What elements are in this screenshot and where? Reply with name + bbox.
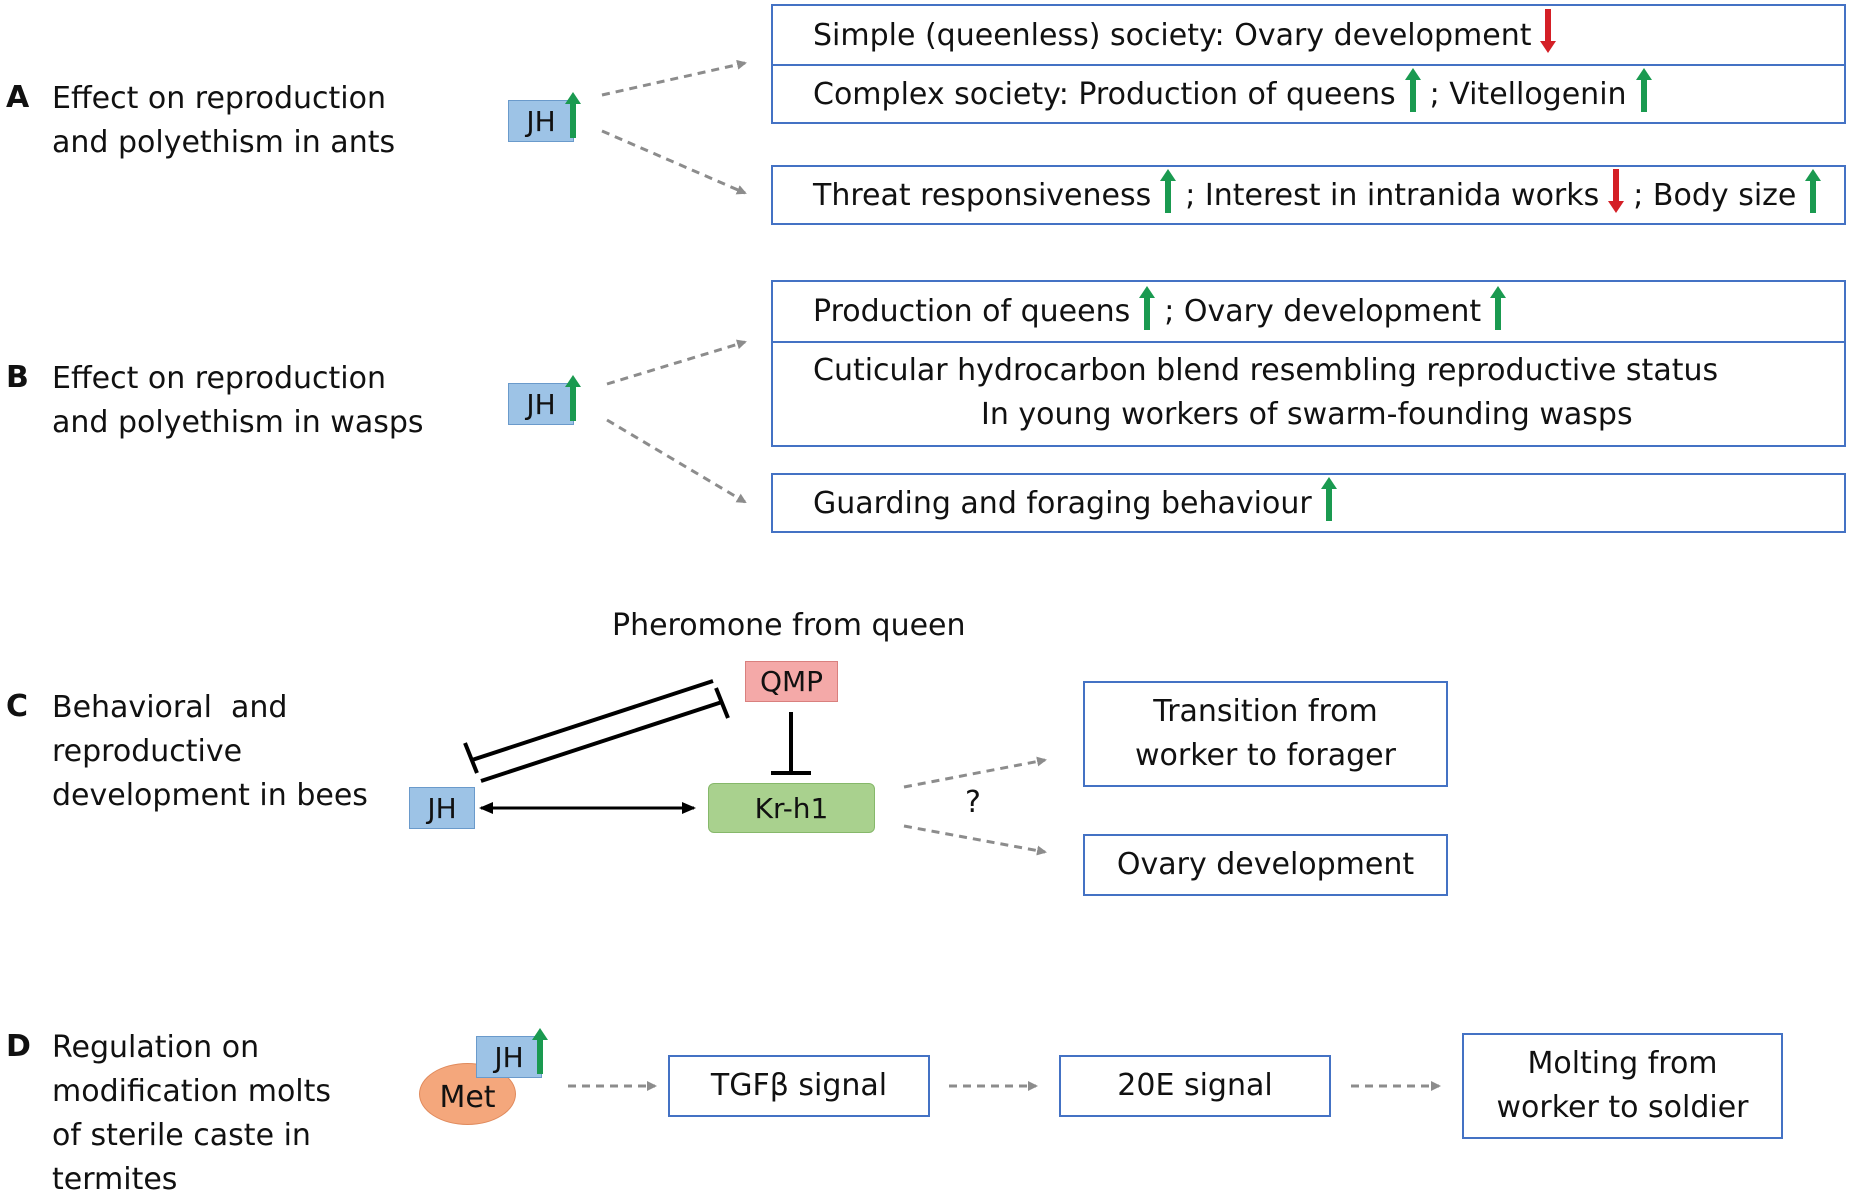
forager-line-1: Transition from — [1153, 694, 1378, 729]
panel-b-title: Effect on reproduction and polyethism in… — [52, 357, 424, 445]
krh1-box: Kr-h1 — [708, 783, 875, 833]
jh-d-up-arrow-icon — [531, 1028, 549, 1078]
increase-arrow-icon — [1404, 68, 1422, 120]
ants-row-complex: Complex society: Production of queens ; V… — [773, 66, 1844, 122]
jh-box-d: JH — [476, 1036, 542, 1078]
increase-arrow-icon — [1138, 285, 1156, 338]
decrease-arrow-icon — [1607, 169, 1625, 221]
ants-reproduction-box: Simple (queenless) society: Ovary develo… — [771, 4, 1846, 124]
ants-row-complex-text-2: ; Vitellogenin — [1429, 76, 1627, 112]
a-arrow-to-reproduction — [601, 59, 747, 97]
wasps-row-queens-text-2: ; Ovary development — [1164, 294, 1482, 329]
ants-row-threat-text-4: ; Body size — [1633, 177, 1797, 213]
panel-a-title-line-2: and polyethism in ants — [52, 125, 396, 160]
wasps-row-guarding: Guarding and foraging behaviour — [773, 475, 1844, 531]
jh-inhibits-qmp-line — [480, 700, 723, 783]
panel-b-title-line-2: and polyethism in wasps — [52, 405, 424, 440]
panel-d-title-line-2: modification molts — [52, 1074, 332, 1109]
jh-label-b: JH — [526, 387, 556, 421]
tgf-signal-label: TGFβ signal — [710, 1068, 888, 1103]
e20-signal-box: 20E signal — [1059, 1055, 1331, 1117]
panel-d-title-line-1: Regulation on — [52, 1030, 260, 1065]
panel-a-letter: A — [6, 80, 30, 115]
panel-d-title: Regulation on modification molts of ster… — [52, 1026, 331, 1202]
a-arrow-to-polyethism — [601, 129, 747, 195]
forager-line-2: worker to forager — [1135, 738, 1396, 773]
panel-c-title: Behavioral and reproductive development … — [52, 686, 368, 818]
increase-arrow-icon — [1159, 169, 1177, 221]
panel-c-letter: C — [6, 689, 29, 724]
qmp-inhibits-jh-line — [471, 679, 714, 762]
jh-label-a: JH — [526, 104, 556, 138]
c-arrow-to-ovary — [903, 824, 1047, 856]
jh-a-up-arrow-icon — [564, 92, 582, 142]
ants-polyethism-box: Threat responsiveness ; Interest in intra… — [771, 165, 1846, 225]
ants-row-simple: Simple (queenless) society: Ovary develo… — [773, 6, 1844, 66]
forager-transition-box: Transition from worker to forager — [1083, 681, 1448, 787]
panel-c-title-line-1: Behavioral and — [52, 690, 288, 725]
wasps-row-queens: Production of queens ; Ovary development — [773, 282, 1844, 343]
increase-arrow-icon — [1804, 169, 1822, 221]
jh-b-up-arrow-icon — [564, 375, 582, 425]
wasps-row-queens-text-0: Production of queens — [813, 294, 1131, 329]
ants-row-complex-text-0: Complex society: Production of queens — [813, 76, 1396, 112]
wasps-row-guarding-text-0: Guarding and foraging behaviour — [813, 485, 1312, 521]
wasps-guarding-box: Guarding and foraging behaviour — [771, 473, 1846, 533]
bee-ovary-label: Ovary development — [1116, 847, 1415, 882]
soldier-line-1: Molting from — [1527, 1046, 1718, 1081]
ants-row-threat-text-2: ; Interest in intranida works — [1185, 177, 1600, 213]
met-label: Met — [439, 1079, 496, 1115]
panel-c-title-line-3: development in bees — [52, 778, 368, 813]
jh-label-c: JH — [427, 791, 457, 825]
ants-row-simple-text-0: Simple (queenless) society: Ovary develo… — [813, 17, 1532, 53]
b-arrow-to-reproduction — [606, 339, 747, 386]
increase-arrow-icon — [1489, 285, 1507, 338]
panel-d-letter: D — [6, 1029, 31, 1064]
ants-row-threat: Threat responsiveness ; Interest in intra… — [773, 167, 1844, 223]
c-arrow-to-forager — [903, 756, 1047, 789]
wasps-hydrocarbon-line-2: In young workers of swarm-founding wasps — [981, 397, 1633, 432]
panel-d-title-line-3: of sterile caste in — [52, 1118, 311, 1153]
increase-arrow-icon — [1635, 68, 1653, 120]
question-mark: ? — [965, 785, 981, 820]
soldier-line-2: worker to soldier — [1496, 1090, 1749, 1125]
panel-c-title-line-2: reproductive — [52, 734, 243, 769]
pheromone-label: Pheromone from queen — [612, 608, 966, 643]
panel-a-title: Effect on reproduction and polyethism in… — [52, 77, 395, 165]
ants-row-threat-text-0: Threat responsiveness — [813, 177, 1152, 213]
qmp-box: QMP — [745, 661, 838, 702]
wasps-hydrocarbon-line-1: Cuticular hydrocarbon blend resembling r… — [813, 353, 1719, 388]
krh1-label: Kr-h1 — [754, 791, 829, 825]
decrease-arrow-icon — [1539, 9, 1557, 61]
panel-a-title-line-1: Effect on reproduction — [52, 81, 386, 116]
soldier-molting-box: Molting from worker to soldier — [1462, 1033, 1783, 1139]
e20-signal-label: 20E signal — [1117, 1068, 1273, 1103]
qmp-inhibits-jh-bar — [463, 742, 479, 774]
panel-b-letter: B — [6, 360, 29, 395]
wasps-row-hydrocarbon: Cuticular hydrocarbon blend resembling r… — [773, 343, 1844, 437]
panel-b-title-line-1: Effect on reproduction — [52, 361, 386, 396]
bee-ovary-box: Ovary development — [1083, 834, 1448, 896]
increase-arrow-icon — [1320, 477, 1338, 529]
wasps-reproduction-box: Production of queens; Ovary development … — [771, 280, 1846, 447]
b-arrow-to-guarding — [606, 418, 747, 504]
jh-label-d: JH — [494, 1040, 524, 1074]
qmp-label: QMP — [759, 665, 824, 698]
jh-inhibits-qmp-bar — [714, 687, 730, 719]
jh-box-c: JH — [409, 787, 475, 829]
tgf-signal-box: TGFβ signal — [668, 1055, 930, 1117]
panel-d-title-line-4: termites — [52, 1162, 178, 1197]
